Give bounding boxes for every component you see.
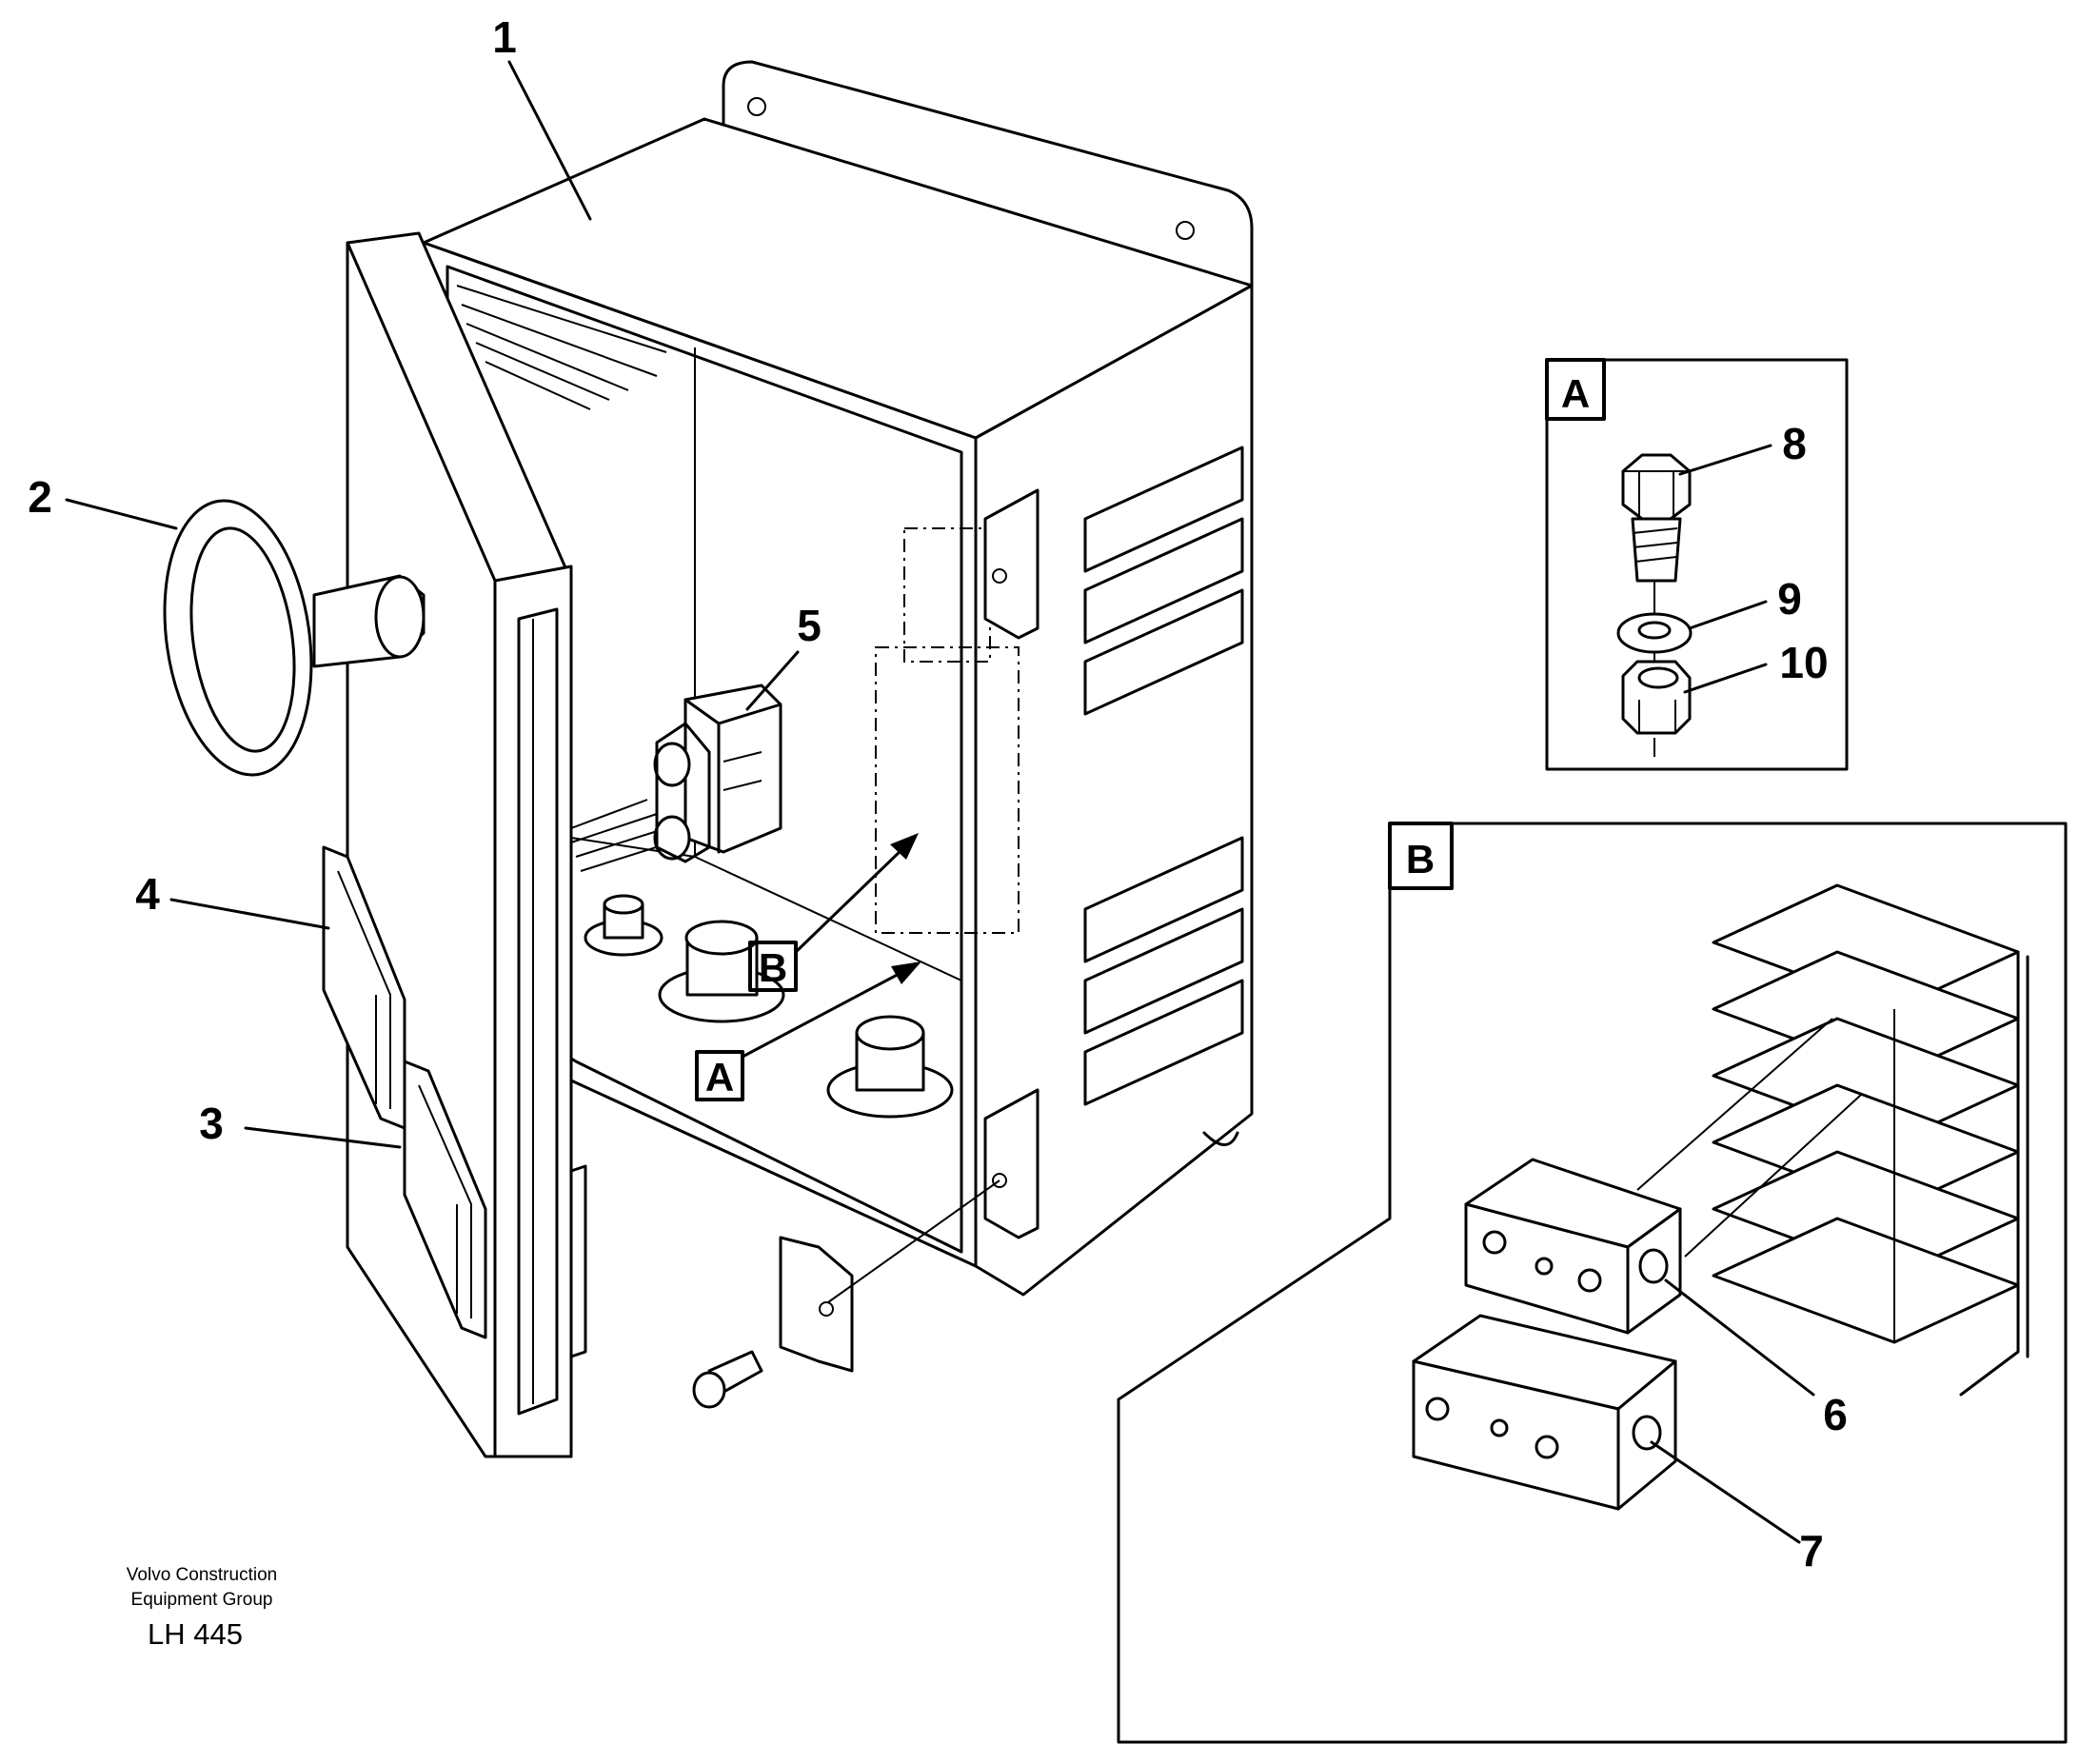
louver-vents [1083, 446, 1244, 1106]
callout-8: 8 [1782, 419, 1807, 468]
detail-b-title: B [1406, 837, 1435, 882]
callout-10: 10 [1779, 638, 1828, 687]
nut-10 [1621, 660, 1692, 735]
callout-1: 1 [492, 12, 517, 62]
cabinet-body [422, 60, 1254, 1297]
cable-glands [584, 894, 954, 1119]
detail-a-panel: A [1545, 358, 1849, 771]
callout-5: 5 [797, 601, 822, 650]
leader-lines [65, 60, 1815, 1544]
drawing-code: LH 445 [148, 1617, 243, 1651]
terminal-block-6 [1464, 1158, 1682, 1335]
publisher-credit: Volvo Construction Equipment Group LH 44… [127, 1565, 277, 1651]
terminal-block-7 [1412, 1314, 1677, 1511]
callout-9: 9 [1777, 574, 1802, 624]
detail-a-marker: A [705, 1055, 734, 1100]
washer-9 [1616, 612, 1693, 654]
detail-a-pointer: A [695, 961, 921, 1101]
detail-b-pointer: B [748, 833, 919, 992]
callout-numbers: 1 2 3 4 5 6 7 8 9 10 [28, 12, 1848, 1576]
callout-2: 2 [28, 472, 52, 522]
callout-4: 4 [135, 869, 160, 919]
detail-b-panel: B [1117, 822, 2068, 1744]
door-handle-ring [163, 499, 426, 777]
credit-line-1: Volvo Construction [127, 1565, 277, 1585]
terminal-switch [653, 684, 782, 863]
busbar-plates [1712, 883, 2030, 1397]
detail-a-title: A [1561, 371, 1590, 416]
bolt-8 [1621, 453, 1692, 583]
callout-6: 6 [1823, 1390, 1848, 1439]
label-plate-3 [403, 1060, 487, 1339]
callout-7: 7 [1799, 1526, 1824, 1576]
detail-b-marker: B [759, 945, 787, 990]
credit-line-2: Equipment Group [131, 1590, 273, 1610]
hinge-and-screw [692, 1179, 1000, 1409]
callout-3: 3 [199, 1099, 224, 1148]
